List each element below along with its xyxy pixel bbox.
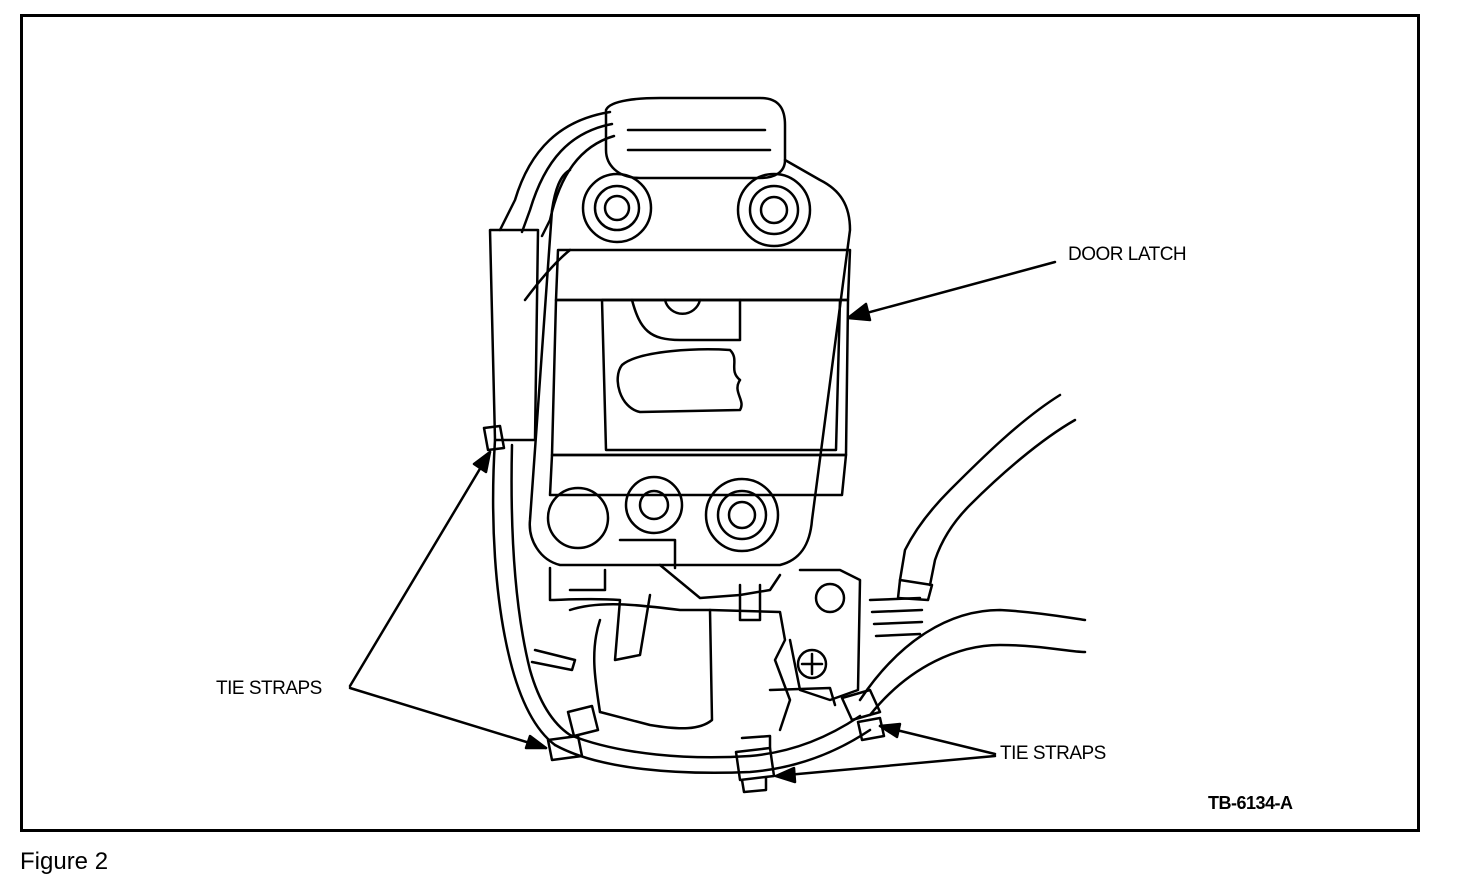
tie-straps-label-left: TIE STRAPS	[216, 678, 322, 699]
figure-frame	[20, 14, 1420, 832]
mounting-holes	[548, 174, 810, 551]
right-cable	[860, 395, 1085, 715]
tie-strap-clips	[484, 426, 884, 792]
tie-strap-right	[842, 690, 880, 720]
tie-strap-upper-left	[484, 426, 504, 450]
tie-strap-bottom-center	[736, 748, 774, 780]
latch-top-cover	[606, 98, 785, 178]
tie-strap-lower-left	[548, 736, 582, 760]
bottom-harness	[532, 650, 870, 773]
latch-body	[530, 160, 850, 565]
figure-caption: Figure 2	[20, 848, 109, 875]
lower-linkage	[550, 540, 860, 730]
tie-straps-label-right: TIE STRAPS	[1000, 743, 1106, 764]
leader-arrows	[350, 262, 1055, 782]
figure-code: TB-6134-A	[1208, 793, 1293, 813]
door-latch-label: DOOR LATCH	[1068, 244, 1187, 265]
